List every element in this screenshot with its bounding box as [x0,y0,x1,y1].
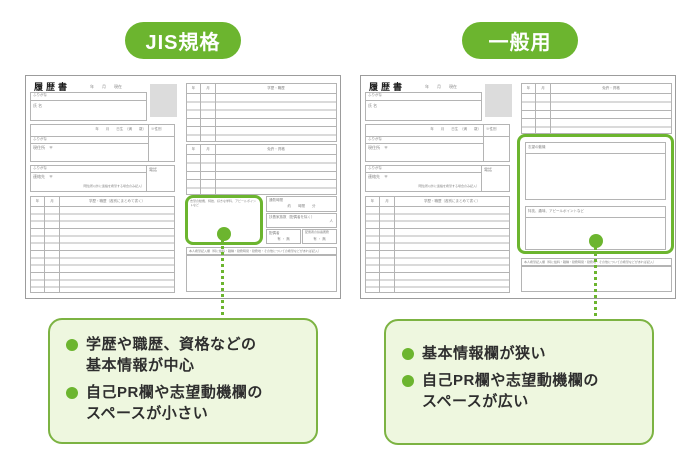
date-note: 年 月 現在 [90,84,122,89]
col-history: 学歴・職歴（各別にまとめて書く） [424,199,480,204]
col-year: 年 [522,84,536,93]
col-year: 年 [187,84,201,93]
spouse-value: 有 ・ 無 [277,237,290,242]
name-box: ふりがな 氏 名 [30,92,147,121]
dependents-box: 扶養家族数（配偶者を除く） 人 [266,213,337,228]
col-license: 免許・資格 [602,86,620,91]
spouse-duty-label: 配偶者の扶養義務 [305,230,330,234]
callout-item: 自己PR欄や志望動機欄の スペースが小さい [66,382,304,424]
connector-left [221,240,224,318]
phone-label: 電話 [484,167,492,172]
motivation-big-label: 志望の動機 [526,143,665,154]
callout-jis: 学歴や職歴、資格などの 基本情報が中心 自己PR欄や志望動機欄の スペースが小さ… [48,318,318,444]
birth-label: 年 月 日生 （満 歳） [366,125,483,137]
badge-general: 一般用 [462,22,578,59]
photo-placeholder [150,84,177,117]
callout-item: 自己PR欄や志望動機欄の スペースが広い [402,370,640,412]
spouse-duty-box: 配偶者の扶養義務 有 ・ 無 [302,229,337,244]
address-label: 現住所 〒 [33,145,53,150]
col-license: 免許・資格 [267,147,285,152]
contact-box: ふりがな 連絡先 〒 （現住所以外に連絡を希望する場合のみ記入） 電話 [30,165,175,192]
motivation-small-label: 志望の動機、特技、好きな学科、アピールポイントなど [190,199,257,207]
commute-box: 通勤時間 約 時間 分 [266,196,337,212]
pr-big-box: 特技、趣味、アピールポイントなど [525,206,666,250]
name-label: 氏 名 [33,103,43,108]
contact-label: 連絡先 〒 [33,174,53,179]
gender-label: ※性別 [149,125,174,137]
col-year: 年 [31,197,45,206]
gender-label: ※性別 [484,125,509,137]
address-box: 年 月 日生 （満 歳） ふりがな 現住所 〒 ※性別 [30,124,175,162]
callout-line: 自己PR欄や志望動機欄の [86,384,263,401]
callout-general: 基本情報欄が狭い 自己PR欄や志望動機欄の スペースが広い [384,319,654,445]
marker-dot [589,234,603,248]
resume-general: 履歴書 年 月 現在 ふりがな 氏 名 年 月 日生 （満 歳） ふりがな 現住… [360,75,676,299]
contact-box: ふりがな 連絡先 〒 （現住所以外に連絡を希望する場合のみ記入） 電話 [365,165,510,192]
furigana-label: ふりがな [366,93,481,101]
address-label: 現住所 〒 [368,145,388,150]
callout-item: 学歴や職歴、資格などの 基本情報が中心 [66,334,304,376]
callout-line: 学歴や職歴、資格などの [86,336,257,353]
contact-label: 連絡先 〒 [368,174,388,179]
resume-jis: 履歴書 年 月 現在 ふりがな 氏 名 年 月 日生 （満 歳） ふりがな 現住… [25,75,341,299]
spouse-duty-value: 有 ・ 無 [313,236,326,241]
photo-placeholder [485,84,512,117]
dependents-label: 扶養家族数（配偶者を除く） [269,215,315,219]
furigana-label: ふりがな [31,137,148,144]
col-month: 月 [45,197,60,206]
history-table: 年 月 学歴・職歴（各別にまとめて書く） [30,196,175,293]
name-box: ふりがな 氏 名 [365,92,482,121]
callout-line: スペースが広い [422,393,529,410]
callout-line: 自己PR欄や志望動機欄の [422,372,599,389]
birth-label: 年 月 日生 （満 歳） [31,125,148,137]
contact-note: （現住所以外に連絡を希望する場合のみ記入） [80,184,144,189]
bullet-dot-icon [66,339,78,351]
callout-line: 基本情報が中心 [86,357,195,374]
col-education: 学歴・職歴 [267,86,285,91]
furigana-label: ふりがな [366,166,481,173]
callout-line: スペースが小さい [86,405,209,422]
phone-label: 電話 [149,167,157,172]
commute-value: 約 時間 分 [287,204,316,209]
spouse-label: 配偶者 [269,231,280,235]
col-month: 月 [380,197,395,206]
dependents-value: 人 [329,219,334,224]
bullet-dot-icon [66,387,78,399]
col-year: 年 [366,197,380,206]
name-label: 氏 名 [368,103,378,108]
highlight-motivation-large: 志望の動機 特技、趣味、アピールポイントなど [517,134,674,254]
col-year: 年 [187,145,201,154]
date-note: 年 月 現在 [425,84,457,89]
wishes-box [186,255,337,292]
bullet-dot-icon [402,348,414,360]
license-table: 年 月 免許・資格 [521,83,672,134]
history-table: 年 月 学歴・職歴（各別にまとめて書く） [365,196,510,293]
bullet-dot-icon [402,375,414,387]
address-box: 年 月 日生 （満 歳） ふりがな 現住所 〒 ※性別 [365,124,510,162]
callout-item: 基本情報欄が狭い [402,343,640,364]
spouse-box: 配偶者 有 ・ 無 [266,229,301,244]
furigana-label: ふりがな [366,137,483,144]
pr-big-label: 特技、趣味、アピールポイントなど [526,207,665,218]
resume-title: 履歴書 [34,82,71,92]
badge-jis: JIS規格 [125,22,241,59]
license-table: 年 月 免許・資格 [186,144,337,195]
resume-title: 履歴書 [369,82,406,92]
connector-right [594,247,597,319]
col-month: 月 [201,84,216,93]
marker-dot [217,227,231,241]
callout-line: 基本情報欄が狭い [422,345,547,362]
wishes-header: 本人希望記入欄（特に給料・職種・勤務時間・勤務地・その他についての希望などがあれ… [186,247,337,255]
education-table: 年 月 学歴・職歴 [186,83,337,142]
col-month: 月 [536,84,551,93]
motivation-big-box: 志望の動機 [525,142,666,200]
commute-label: 通勤時間 [269,198,283,202]
furigana-label: ふりがな [31,166,146,173]
col-history: 学歴・職歴（各別にまとめて書く） [89,199,145,204]
furigana-label: ふりがな [31,93,146,101]
contact-note: （現住所以外に連絡を希望する場合のみ記入） [415,184,479,189]
col-month: 月 [201,145,216,154]
